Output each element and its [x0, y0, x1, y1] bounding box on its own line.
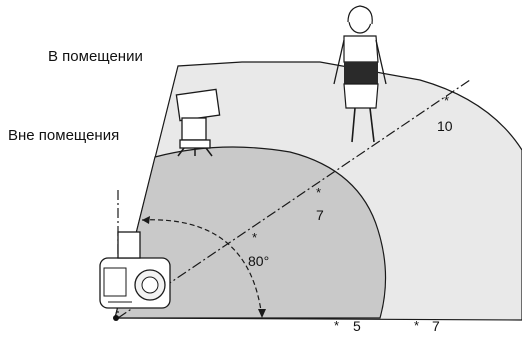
- outdoor-distance-value: 7: [316, 207, 324, 223]
- angle-arrow-left-icon: [142, 216, 150, 224]
- speedlite-flash-icon: [175, 88, 221, 157]
- woman-figure-icon: [333, 5, 387, 143]
- bottom-outdoor-value: 5: [353, 318, 361, 334]
- angle-asterisk: *: [252, 230, 258, 245]
- indoor-label: В помещении: [48, 48, 143, 65]
- outdoor-label: Вне помещения: [8, 127, 120, 144]
- angle-arrow-down-icon: [258, 309, 266, 318]
- flash-axis-line: [117, 79, 471, 319]
- camera-icon: [99, 231, 171, 309]
- indoor-distance-value: 10: [437, 118, 453, 134]
- bottom-asterisk-1: *: [334, 318, 340, 333]
- angle-arc: [141, 219, 263, 319]
- bottom-indoor-value: 7: [432, 318, 440, 334]
- bottom-asterisk-2: *: [414, 318, 420, 333]
- origin-dot: [113, 315, 119, 321]
- indoor-distance-asterisk: *: [444, 93, 450, 108]
- outdoor-distance-asterisk: *: [316, 185, 322, 200]
- angle-label: 80°: [248, 253, 270, 269]
